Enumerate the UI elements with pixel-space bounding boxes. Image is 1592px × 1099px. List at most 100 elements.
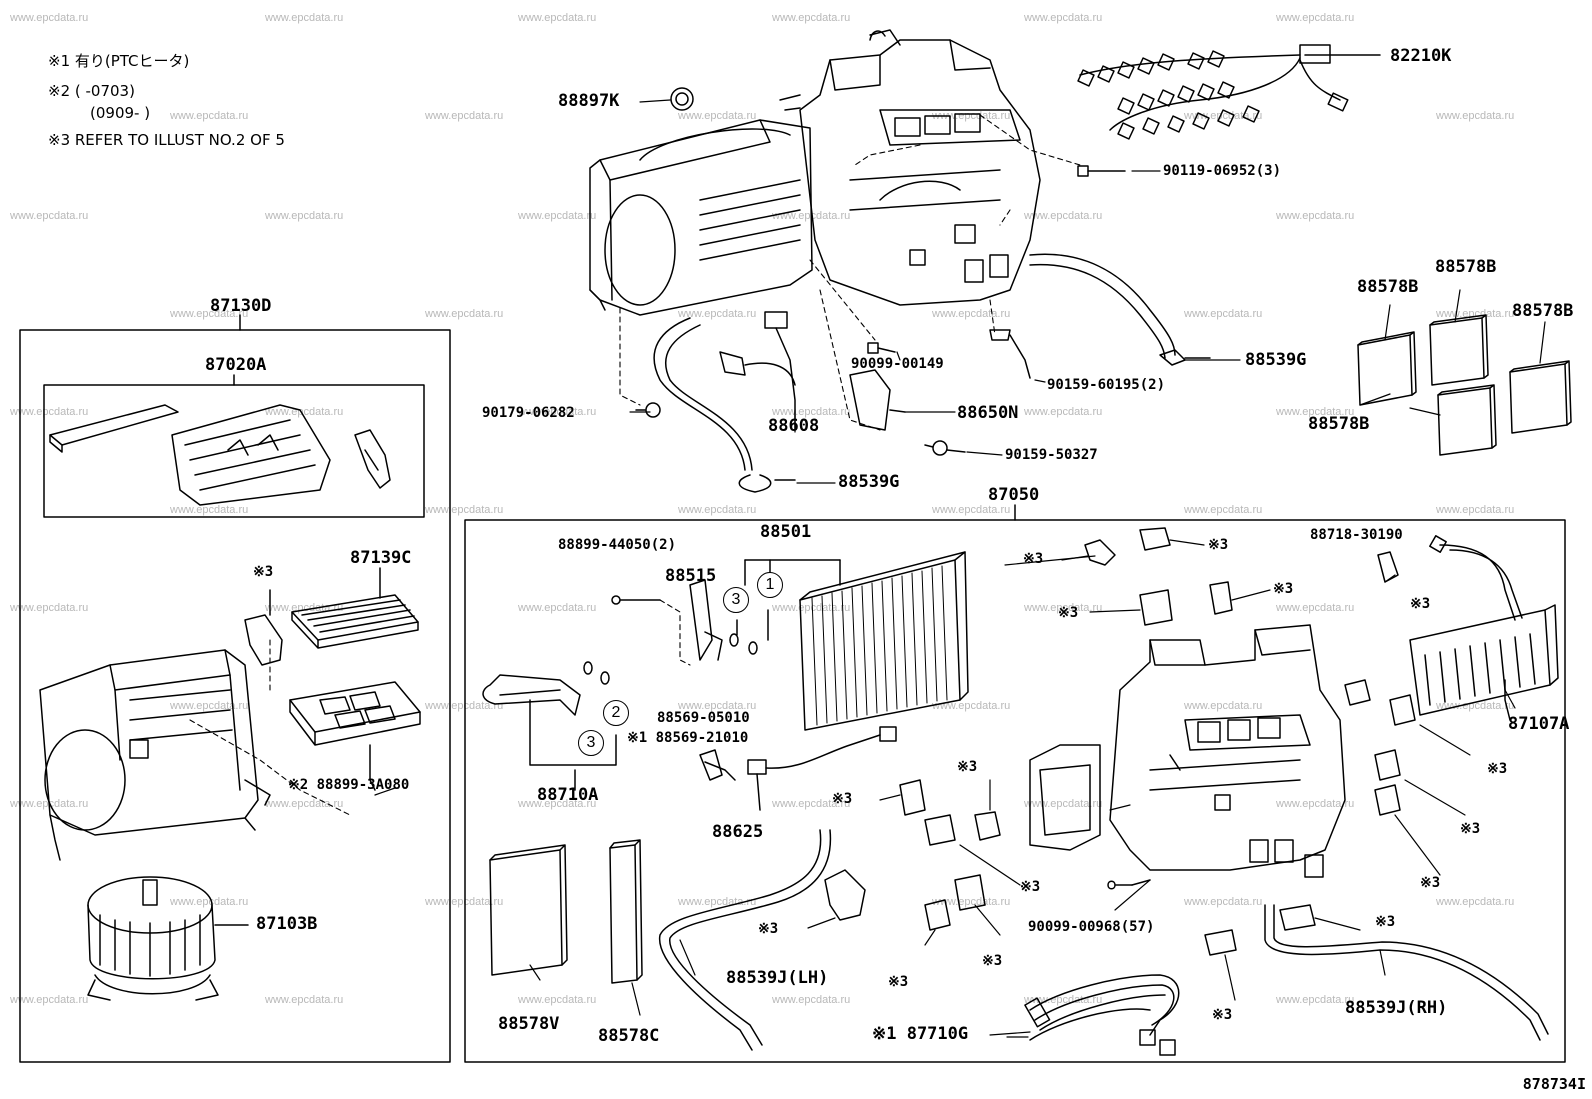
label-88569-05010[interactable]: 88569-05010 (657, 710, 750, 726)
label-88718-30190[interactable]: 88718-30190 (1310, 527, 1403, 543)
watermark-text: www.epcdata.ru (678, 700, 757, 712)
watermark-text: www.epcdata.ru (10, 994, 89, 1006)
watermark-text: www.epcdata.ru (1276, 406, 1355, 418)
hvac-unit-top (589, 29, 1211, 493)
label-88539G-1[interactable]: 88539G (1245, 350, 1307, 370)
watermark-text: www.epcdata.ru (1024, 406, 1103, 418)
label-87710G[interactable]: ※1 87710G (872, 1024, 969, 1044)
watermark-text: www.epcdata.ru (518, 798, 597, 810)
label-88578V[interactable]: 88578V (498, 1014, 560, 1034)
label-87107A[interactable]: 87107A (1508, 714, 1570, 734)
watermark-text: www.epcdata.ru (265, 12, 344, 24)
watermark-text: www.epcdata.ru (1024, 12, 1103, 24)
watermark-text: www.epcdata.ru (772, 406, 851, 418)
label-90119-06952[interactable]: 90119-06952(3) (1163, 163, 1282, 179)
watermark-text: www.epcdata.ru (1184, 504, 1263, 516)
watermark-text: www.epcdata.ru (170, 504, 249, 516)
label-82210K[interactable]: 82210K (1390, 46, 1452, 66)
heater-unit-87050 (1029, 624, 1346, 878)
watermark-text: www.epcdata.ru (772, 12, 851, 24)
watermark-text: www.epcdata.ru (518, 406, 597, 418)
watermark-text: www.epcdata.ru (772, 602, 851, 614)
label-88899-44050[interactable]: 88899-44050(2) (558, 537, 677, 553)
label-88578B-3[interactable]: 88578B (1512, 301, 1574, 321)
note-2-line-2: (0909- ) (90, 104, 151, 122)
note-2-line-1: ※2 ( -0703) (48, 82, 135, 100)
watermark-text: www.epcdata.ru (425, 700, 504, 712)
label-87020A[interactable]: 87020A (205, 355, 267, 375)
label-90179-06282[interactable]: 90179-06282 (482, 405, 575, 421)
label-88515[interactable]: 88515 (665, 566, 717, 586)
watermark-text: www.epcdata.ru (1436, 700, 1515, 712)
ref-mark: ※3 (982, 953, 1003, 969)
label-88578B-2[interactable]: 88578B (1357, 277, 1419, 297)
ref-mark: ※3 (1273, 581, 1294, 597)
label-88501[interactable]: 88501 (760, 522, 812, 542)
label-88539J-RH[interactable]: 88539J(RH) (1345, 998, 1448, 1018)
wiring-harness-82210K (1077, 44, 1381, 140)
label-90159-60195[interactable]: 90159-60195(2) (1047, 377, 1166, 393)
watermark-text: www.epcdata.ru (1436, 504, 1515, 516)
label-87050[interactable]: 87050 (988, 485, 1040, 505)
expansion-parts (482, 579, 739, 791)
label-88897K[interactable]: 88897K (558, 91, 620, 111)
ref-mark: ※3 (832, 791, 853, 807)
watermark-text: www.epcdata.ru (10, 210, 89, 222)
watermark-text: www.epcdata.ru (1276, 798, 1355, 810)
label-90099-00149[interactable]: 90099-00149 (851, 356, 944, 372)
watermark-text: www.epcdata.ru (170, 700, 249, 712)
watermark-text: www.epcdata.ru (518, 210, 597, 222)
label-88625[interactable]: 88625 (712, 822, 764, 842)
label-88578B-4[interactable]: 88578B (1308, 414, 1370, 434)
ref-mark: ※3 (888, 974, 909, 990)
watermark-text: www.epcdata.ru (265, 798, 344, 810)
watermark-text: www.epcdata.ru (772, 994, 851, 1006)
ref-mark: ※3 (1420, 875, 1441, 891)
watermark-text: www.epcdata.ru (932, 700, 1011, 712)
watermark-text: www.epcdata.ru (678, 896, 757, 908)
label-87103B[interactable]: 87103B (256, 914, 318, 934)
watermark-text: www.epcdata.ru (772, 798, 851, 810)
sensor-88625 (699, 726, 897, 811)
filter-pads-88578B (1357, 314, 1572, 456)
label-88539G-2[interactable]: 88539G (838, 472, 900, 492)
cabin-filter-87139C (291, 567, 419, 649)
watermark-text: www.epcdata.ru (1184, 700, 1263, 712)
watermark-text: www.epcdata.ru (678, 308, 757, 320)
label-87139C[interactable]: 87139C (350, 548, 412, 568)
label-87130D[interactable]: 87130D (210, 296, 272, 316)
label-88899-3A080[interactable]: ※2 88899-3A080 (288, 777, 410, 793)
label-88650N[interactable]: 88650N (957, 403, 1019, 423)
watermark-text: www.epcdata.ru (10, 602, 89, 614)
watermark-text: www.epcdata.ru (265, 406, 344, 418)
watermark-text: www.epcdata.ru (265, 994, 344, 1006)
label-88710A[interactable]: 88710A (537, 785, 599, 805)
watermark-text: www.epcdata.ru (170, 896, 249, 908)
label-88569-21010[interactable]: ※1 88569-21010 (627, 730, 749, 746)
evaporator-88501 (736, 551, 969, 731)
label-90159-50327[interactable]: 90159-50327 (1005, 447, 1098, 463)
watermark-text: www.epcdata.ru (932, 110, 1011, 122)
note-3: ※3 REFER TO ILLUST NO.2 OF 5 (48, 131, 285, 149)
ref-mark: ※3 (1208, 537, 1229, 553)
watermark-text: www.epcdata.ru (932, 504, 1011, 516)
watermark-text: www.epcdata.ru (170, 110, 249, 122)
hoses-88539J (659, 829, 1549, 1051)
ref-mark: ※3 (1375, 914, 1396, 930)
watermark-text: www.epcdata.ru (518, 602, 597, 614)
figure-id: 878734I (1522, 1075, 1586, 1093)
label-88578B-1[interactable]: 88578B (1435, 257, 1497, 277)
ref-mark: ※3 (1487, 761, 1508, 777)
label-88608[interactable]: 88608 (768, 416, 820, 436)
watermark-text: www.epcdata.ru (932, 308, 1011, 320)
label-88578C[interactable]: 88578C (598, 1026, 660, 1046)
ref-mark: ※3 (253, 564, 274, 580)
label-90099-00968[interactable]: 90099-00968(57) (1028, 919, 1155, 935)
wire-harness-87710G (1024, 974, 1180, 1056)
label-88539J-LH[interactable]: 88539J(LH) (726, 968, 829, 988)
watermark-text: www.epcdata.ru (170, 308, 249, 320)
watermark-text: www.epcdata.ru (1024, 210, 1103, 222)
ref-mark: ※3 (1058, 605, 1079, 621)
